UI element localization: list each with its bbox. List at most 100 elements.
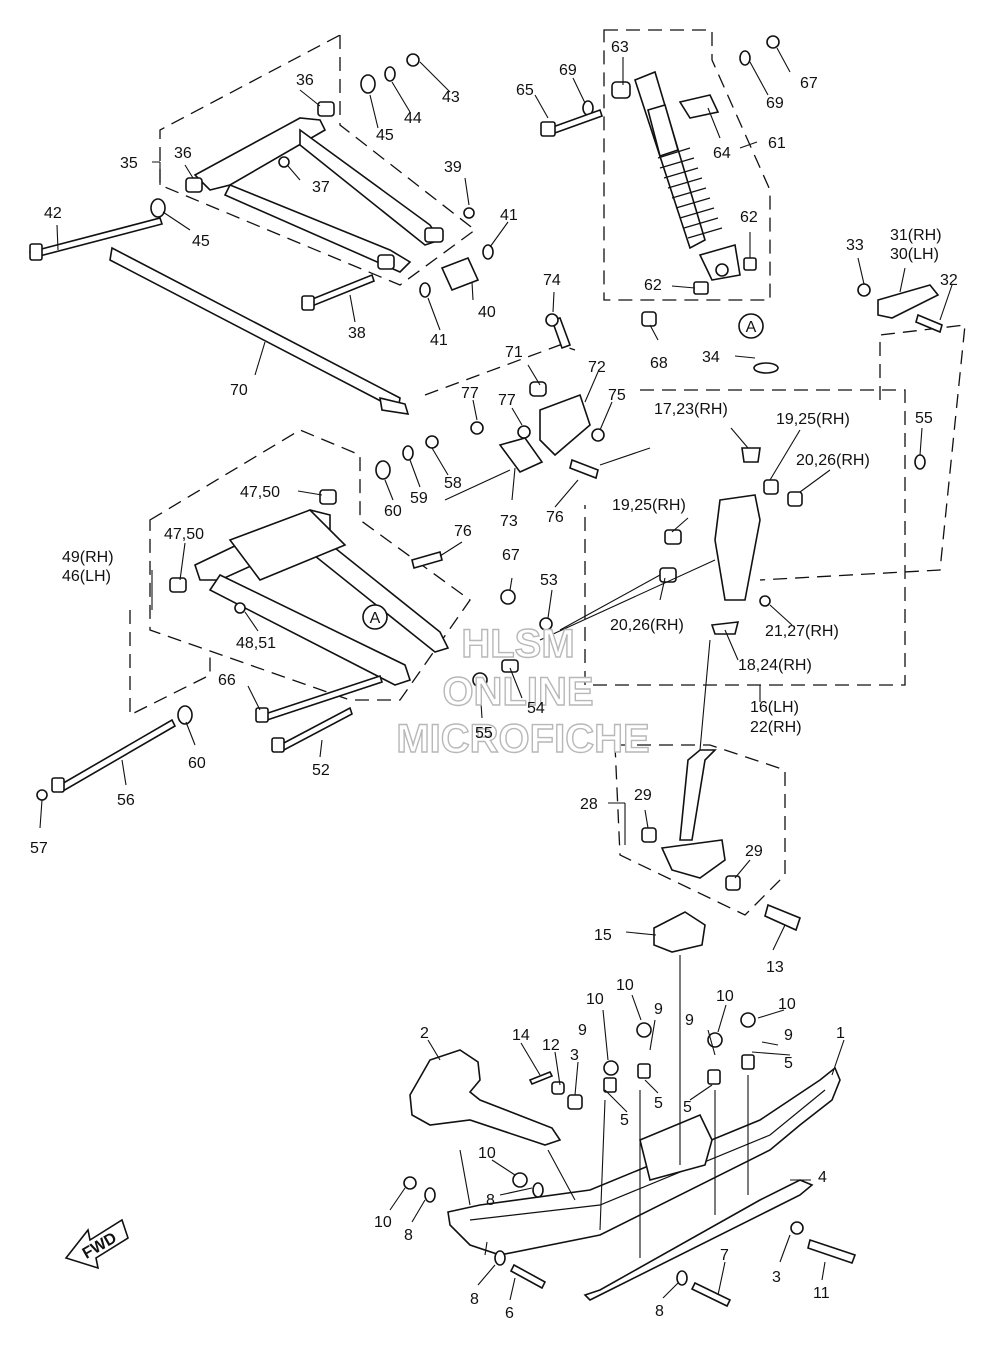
- callout: 43: [442, 89, 460, 106]
- ref-mark-a: A: [746, 319, 757, 336]
- callout: 71: [505, 344, 523, 361]
- callout: 1: [836, 1025, 845, 1042]
- callout: 77: [461, 385, 479, 402]
- callout-labels: 63 69 65 67 69 64 61 62 62 68 36 43 44 4…: [30, 39, 958, 1322]
- callout: 10: [586, 991, 604, 1008]
- callout: 55: [475, 725, 493, 742]
- callout: 32: [940, 272, 958, 289]
- callout: 19,25(RH): [776, 411, 850, 428]
- collar-40: [440, 256, 480, 292]
- callout: 62: [644, 277, 662, 294]
- callout: 59: [410, 490, 428, 507]
- callout: 31(RH): [890, 227, 942, 244]
- callout: 8: [486, 1192, 495, 1209]
- callout: 47,50: [164, 526, 204, 543]
- ref-mark-a: A: [370, 610, 381, 627]
- callout: 76: [454, 523, 472, 540]
- callout: 3: [772, 1269, 781, 1286]
- bolt-65: [548, 108, 604, 136]
- callout: 69: [559, 62, 577, 79]
- callout: 10: [374, 1214, 392, 1231]
- bushing-36b: [185, 177, 203, 193]
- callout: 68: [650, 355, 668, 372]
- steering-arm-31: [877, 284, 940, 319]
- callout: 20,26(RH): [610, 617, 684, 634]
- callout: 36: [174, 145, 192, 162]
- callout: 28: [580, 796, 598, 813]
- callout: 73: [500, 513, 518, 530]
- callout: 30(LH): [890, 246, 939, 263]
- watermark-line1: HLSM: [461, 622, 574, 666]
- watermark-line3: MICROFICHE: [396, 717, 649, 761]
- callout: 37: [312, 179, 330, 196]
- callout: 8: [404, 1227, 413, 1244]
- callout: 17,23(RH): [654, 401, 728, 418]
- callout: 13: [766, 959, 784, 976]
- callout: 10: [616, 977, 634, 994]
- watermark: HLSM ONLINE MICROFICHE: [396, 621, 651, 761]
- callout: 58: [444, 475, 462, 492]
- callout: 5: [784, 1055, 793, 1072]
- callout: 38: [348, 325, 366, 342]
- callout: 42: [44, 205, 62, 222]
- callout: 5: [654, 1095, 663, 1112]
- ref-circle-a-arm: [362, 604, 388, 630]
- callout: 49(RH): [62, 549, 114, 566]
- callout: 21,27(RH): [765, 623, 839, 640]
- callout: 39: [444, 159, 462, 176]
- callout: 3: [570, 1047, 579, 1064]
- callout: 75: [608, 387, 626, 404]
- stabilizer-bar: [109, 246, 410, 415]
- callout: 62: [740, 209, 758, 226]
- cap-34: [753, 362, 779, 374]
- watermark-line2: ONLINE: [442, 670, 593, 714]
- callout: 14: [512, 1027, 530, 1044]
- callout: 60: [188, 755, 206, 772]
- callout: 10: [716, 988, 734, 1005]
- upper-a-arm: [28, 53, 494, 311]
- relay-arm: [375, 313, 605, 569]
- wear-bar-4: [583, 1179, 814, 1301]
- callout: 72: [588, 359, 606, 376]
- callout: 29: [634, 787, 652, 804]
- callout: 53: [540, 572, 558, 589]
- washer-41a: [482, 244, 494, 260]
- callout: 67: [800, 75, 818, 92]
- callout: 65: [516, 82, 534, 99]
- callout: 69: [766, 95, 784, 112]
- callout: 9: [784, 1027, 793, 1044]
- callout: 9: [578, 1022, 587, 1039]
- washer-41b: [419, 282, 431, 298]
- callout: 41: [430, 332, 448, 349]
- callout: 45: [376, 127, 394, 144]
- callout: 6: [505, 1305, 514, 1322]
- collar-68: [641, 311, 657, 327]
- callout: 9: [685, 1012, 694, 1029]
- callout: 29: [745, 843, 763, 860]
- callout: 5: [620, 1112, 629, 1129]
- washer-45a: [360, 74, 376, 94]
- callout: 8: [655, 1303, 664, 1320]
- callout: 57: [30, 840, 48, 857]
- fwd-arrow-icon: [64, 1218, 129, 1270]
- lower-a-arm: [36, 489, 553, 801]
- dashed-groups: [129, 29, 966, 916]
- callout: 61: [768, 135, 786, 152]
- bolt-38: [309, 273, 375, 308]
- ski-handle-2: [409, 1049, 562, 1146]
- callout: 20,26(RH): [796, 452, 870, 469]
- callout: 70: [230, 382, 248, 399]
- washer-44: [384, 66, 396, 82]
- callout: 7: [720, 1247, 729, 1264]
- callout: 66: [218, 672, 236, 689]
- callout: 44: [404, 110, 422, 127]
- callout: 12: [542, 1037, 560, 1054]
- callout: 5: [683, 1099, 692, 1116]
- washer-45b: [150, 198, 166, 218]
- callout: 76: [546, 509, 564, 526]
- bolt-52: [279, 706, 353, 753]
- bolt-42: [28, 217, 164, 259]
- fwd-arrow: FWD: [64, 1218, 129, 1270]
- callout: 10: [478, 1145, 496, 1162]
- callout: 45: [192, 233, 210, 250]
